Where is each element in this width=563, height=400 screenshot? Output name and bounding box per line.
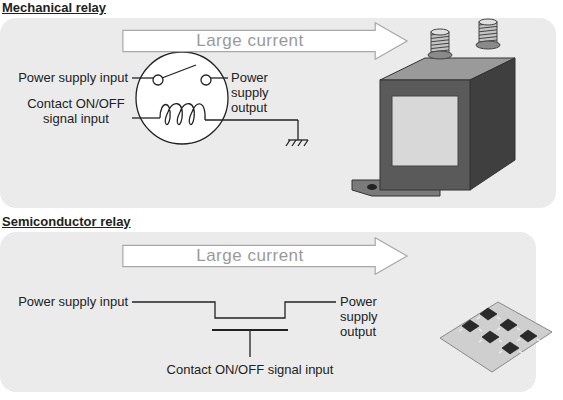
signal-label: Power supply input [4, 294, 128, 309]
section-heading: Mechanical relay [2, 0, 106, 15]
signal-label: Contact ON/OFF signal input [12, 96, 140, 126]
arrow-label: Large current [196, 31, 304, 51]
current-arrow: Large current [120, 22, 410, 60]
current-arrow: Large current [120, 237, 410, 275]
signal-label: Power supply output [340, 294, 398, 339]
signal-label: Power supply input [4, 70, 128, 85]
signal-label: Contact ON/OFF signal input [110, 362, 390, 377]
section-heading: Semiconductor relay [2, 214, 131, 229]
arrow-label: Large current [196, 246, 304, 266]
signal-label: Power supply output [231, 70, 289, 115]
